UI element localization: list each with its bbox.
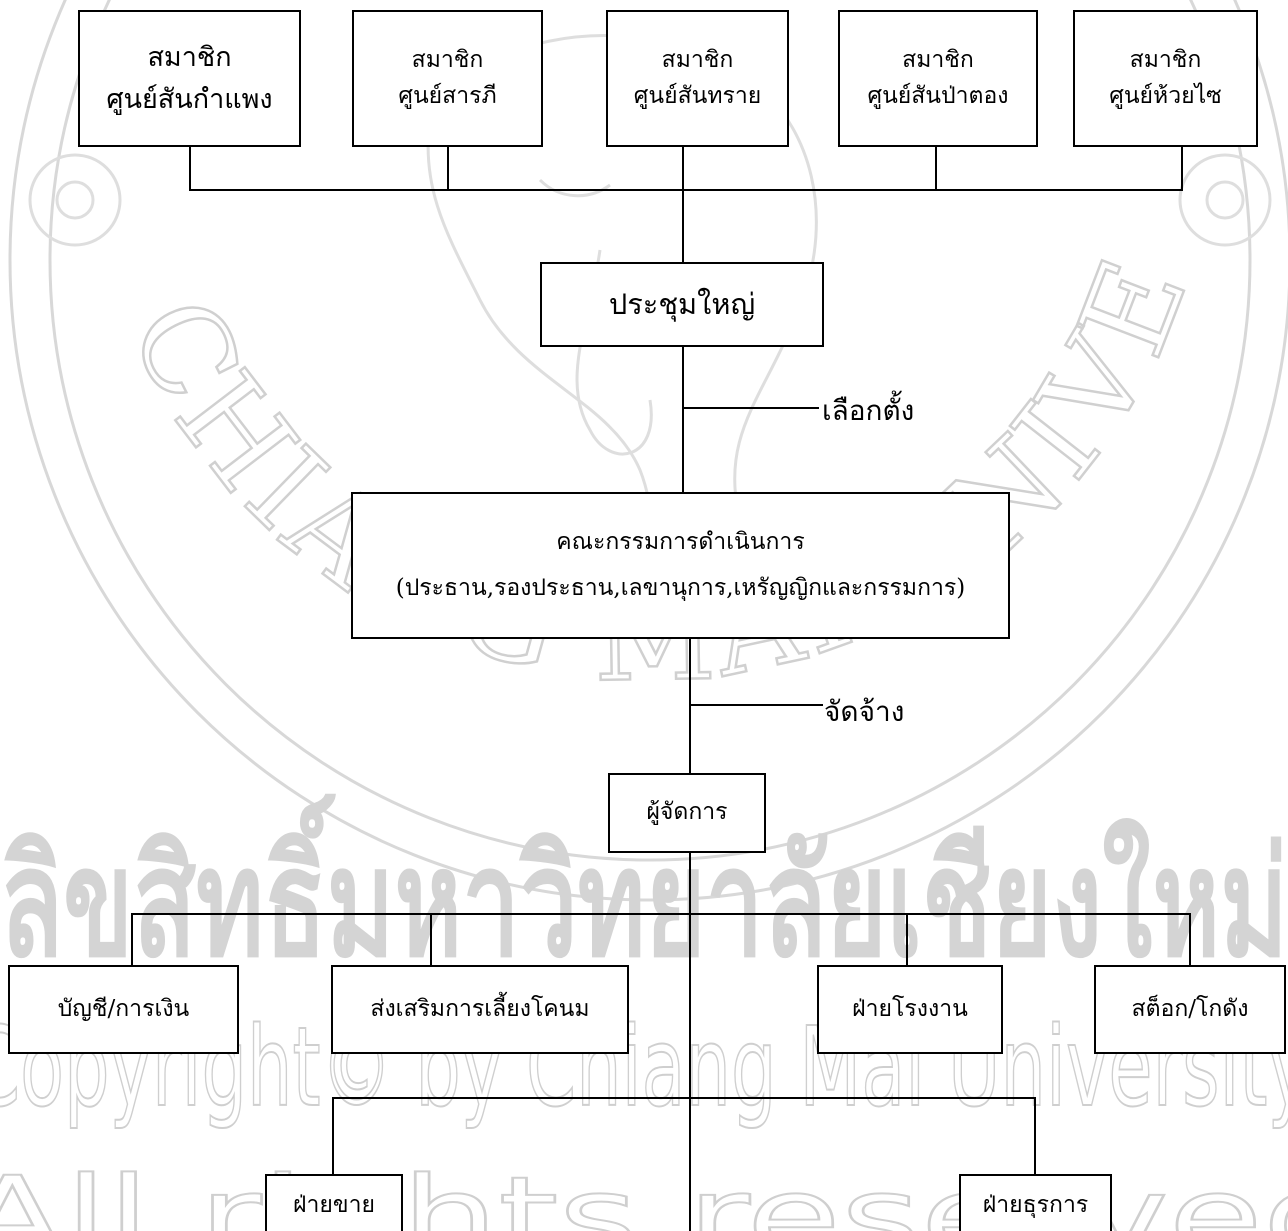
member-label: สมาชิก [661,46,734,73]
flower-ornament-right [1178,153,1272,247]
member-label: สมาชิก [902,46,974,73]
member-box-huaysai: สมาชิก ศูนย์ห้วยไซ [1073,10,1258,147]
committee-title: คณะกรรมการดำเนินการ [556,528,805,555]
department-box-stock: สต็อก/โกดัง [1094,965,1286,1054]
member-label: สมาชิก [411,46,484,73]
department-label: ส่งเสริมการเลี้ยงโคนม [370,995,590,1022]
member-center-name: ศูนย์ห้วยไซ [1109,82,1222,109]
member-box-sankamphaeng: สมาชิก ศูนย์สันกำแพง [78,10,301,147]
member-label: สมาชิก [147,41,232,73]
member-box-sanpatong: สมาชิก ศูนย์สันป่าตอง [838,10,1038,147]
member-center-name: ศูนย์สารภี [398,82,497,109]
member-label: สมาชิก [1129,46,1202,73]
sub-department-label: ฝ่ายธุรการ [982,1192,1089,1218]
general-meeting-box: ประชุมใหญ่ [540,262,824,347]
flower-ornament-left [28,153,122,247]
elect-label: เลือกตั้ง [822,394,915,427]
department-label: สต็อก/โกดัง [1131,995,1249,1022]
department-box-accounting: บัญชี/การเงิน [8,965,239,1054]
sub-department-box-sales: ฝ่ายขาย [265,1174,403,1231]
member-center-name: ศูนย์สันทราย [633,82,762,109]
manager-box: ผู้จัดการ [608,773,766,853]
general-meeting-label: ประชุมใหญ่ [608,287,756,322]
committee-members: (ประธาน,รองประธาน,เลขานุการ,เหรัญญิกและก… [395,574,966,601]
member-box-saraphi: สมาชิก ศูนย์สารภี [352,10,543,147]
department-label: บัญชี/การเงิน [57,995,190,1022]
member-center-name: ศูนย์สันป่าตอง [867,82,1009,109]
manager-label: ผู้จัดการ [646,799,728,826]
sub-department-label: ฝ่ายขาย [293,1192,375,1218]
department-label: ฝ่ายโรงงาน [852,995,968,1022]
member-box-sansai: สมาชิก ศูนย์สันทราย [606,10,789,147]
committee-box: คณะกรรมการดำเนินการ (ประธาน,รองประธาน,เล… [351,492,1010,639]
department-box-dairy-promotion: ส่งเสริมการเลี้ยงโคนม [331,965,629,1054]
department-box-factory: ฝ่ายโรงงาน [817,965,1003,1054]
hire-label: จัดจ้าง [824,695,905,728]
sub-department-box-administration: ฝ่ายธุรการ [959,1174,1112,1231]
member-center-name: ศูนย์สันกำแพง [106,83,273,115]
